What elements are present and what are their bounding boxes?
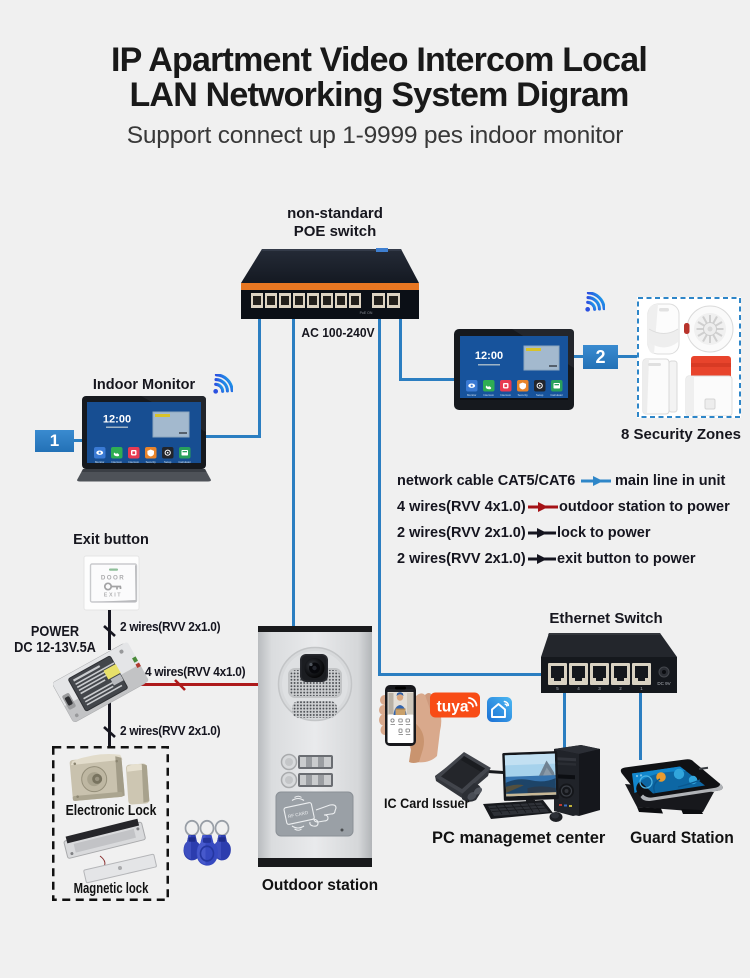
- svg-text:Intercom: Intercom: [128, 460, 140, 464]
- svg-text:RF CARD: RF CARD: [288, 810, 310, 819]
- svg-text:5: 5: [556, 686, 559, 691]
- svg-text:2: 2: [619, 686, 622, 691]
- svg-text:Calculator: Calculator: [550, 393, 563, 397]
- svg-text:Security: Security: [518, 393, 529, 397]
- svg-text:1: 1: [640, 686, 643, 691]
- svg-text:Calculator: Calculator: [178, 460, 191, 464]
- svg-text:Monitor: Monitor: [95, 460, 104, 464]
- svg-text:tuya: tuya: [437, 699, 469, 716]
- svg-text:3: 3: [598, 686, 601, 691]
- svg-text:PoE ON: PoE ON: [360, 311, 373, 315]
- svg-text:Setup: Setup: [164, 460, 172, 464]
- svg-text:Setup: Setup: [536, 393, 544, 397]
- svg-text:Intercom: Intercom: [500, 393, 512, 397]
- svg-text:Intercom: Intercom: [483, 393, 495, 397]
- svg-text:12:00: 12:00: [103, 414, 131, 426]
- svg-text:Security: Security: [146, 460, 157, 464]
- svg-text:10/100Mbps 1POE Switch: 10/100Mbps 1POE Switch: [354, 285, 404, 290]
- svg-text:DC 9V: DC 9V: [657, 681, 670, 686]
- svg-text:EXIT: EXIT: [104, 593, 122, 599]
- svg-text:12:00: 12:00: [475, 350, 503, 362]
- svg-text:Monitor: Monitor: [467, 393, 476, 397]
- svg-text:Intercom: Intercom: [111, 460, 123, 464]
- svg-text:4: 4: [577, 686, 580, 691]
- svg-text:DOOR: DOOR: [101, 575, 125, 582]
